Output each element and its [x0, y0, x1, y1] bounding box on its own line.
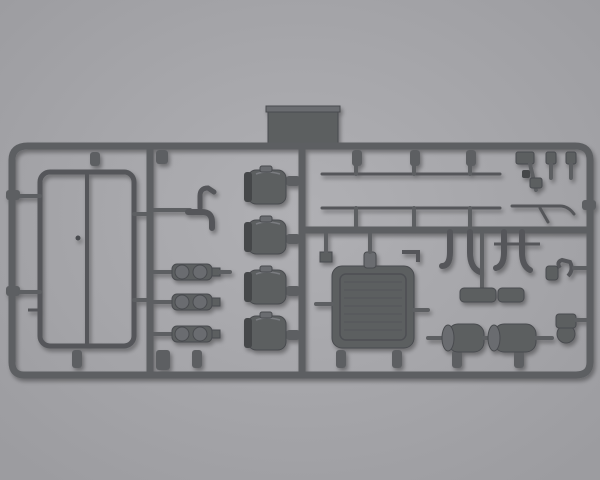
cylinder-parts	[426, 323, 554, 353]
drum-parts	[244, 165, 287, 351]
bracket-parts	[319, 230, 420, 263]
radiator-part	[314, 230, 430, 349]
small-clips	[510, 151, 577, 224]
knob-parts	[148, 263, 232, 343]
rod-parts	[320, 158, 502, 230]
sprue	[6, 105, 596, 379]
manifold-parts	[439, 229, 540, 303]
right-edge-parts	[545, 257, 592, 344]
sprue-tab	[267, 107, 339, 147]
outer-frame	[8, 142, 594, 379]
sprue-tab-top	[265, 105, 341, 113]
gate-stubs	[6, 150, 596, 370]
hook-part	[148, 185, 217, 231]
window-frame-part	[18, 169, 152, 349]
